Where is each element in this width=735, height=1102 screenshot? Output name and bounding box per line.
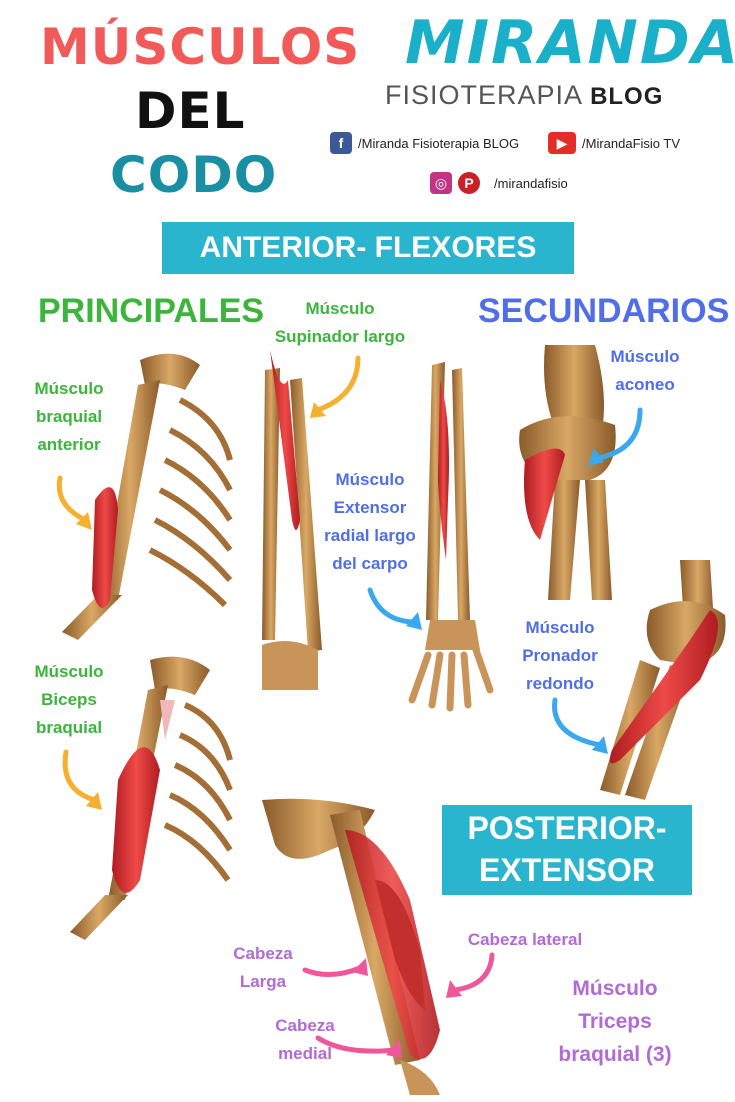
facebook-icon: f: [330, 132, 352, 154]
youtube-link[interactable]: ▶ /MirandaFisio TV: [548, 132, 680, 154]
supinador-label: Músculo Supinador largo: [250, 295, 430, 351]
pronador-label-3: redondo: [526, 674, 594, 693]
cabeza-larga-label-2: Larga: [239, 972, 287, 991]
braquial-illustration: [62, 353, 233, 640]
pronador-label: Músculo Pronador redondo: [505, 614, 615, 698]
instagram-pinterest-link[interactable]: ◎ P /mirandafisio: [430, 172, 568, 194]
supinador-label-2: Supinador largo: [274, 327, 406, 346]
triceps-label-3: braquial (3): [558, 1043, 672, 1066]
facebook-link[interactable]: f /Miranda Fisioterapia BLOG: [330, 132, 519, 154]
braquial-label-1: Músculo: [34, 379, 104, 398]
brand-blog: BLOG: [590, 83, 664, 110]
extensor-label-4: del carpo: [332, 554, 408, 573]
cabeza-medial-label-2: medial: [278, 1044, 332, 1063]
cabeza-lateral-label: Cabeza lateral: [467, 930, 583, 949]
pronador-label-1: Músculo: [525, 618, 595, 637]
pronador-label-2: Pronador: [522, 646, 598, 665]
posterior-banner-line-1: POSTERIOR-: [467, 810, 667, 846]
principales-heading: PRINCIPALES: [38, 292, 265, 330]
biceps-label-1: Músculo: [34, 662, 104, 681]
biceps-illustration: [70, 656, 233, 940]
title-line-3: CODO: [110, 146, 278, 204]
triceps-label: Músculo Triceps braquial (3): [540, 972, 690, 1071]
triceps-illustration: [262, 798, 440, 1095]
cabeza-medial-label-1: Cabeza: [275, 1016, 335, 1035]
extensor-illustration: [408, 362, 494, 712]
pronador-illustration: [600, 560, 726, 800]
secundarios-heading: SECUNDARIOS: [478, 292, 730, 330]
brand-subtitle-text: FISIOTERAPIA: [385, 80, 582, 110]
biceps-label: Músculo Biceps braquial: [14, 658, 124, 742]
supinador-label-1: Músculo: [305, 299, 375, 318]
aconeo-label-2: aconeo: [615, 375, 675, 394]
triceps-label-2: Triceps: [578, 1010, 652, 1033]
braquial-label-2: braquial: [35, 407, 103, 426]
triceps-label-1: Músculo: [572, 977, 658, 1000]
posterior-banner-line-2: EXTENSOR: [478, 852, 656, 888]
aconeo-label-1: Músculo: [610, 347, 680, 366]
biceps-label-3: braquial: [35, 718, 103, 737]
braquial-label-3: anterior: [37, 435, 101, 454]
extensor-label-1: Músculo: [335, 470, 405, 489]
brand-name: MIRANDA: [405, 8, 735, 78]
instagram-icon: ◎: [430, 172, 452, 194]
anterior-banner: ANTERIOR- FLEXORES: [162, 222, 574, 274]
title-line-1: MÚSCULOS: [40, 18, 361, 76]
posterior-banner: POSTERIOR- EXTENSOR: [442, 805, 692, 895]
youtube-icon: ▶: [548, 132, 576, 154]
instagram-handle: /mirandafisio: [494, 175, 568, 191]
youtube-handle: /MirandaFisio TV: [582, 135, 681, 151]
extensor-label-3: radial largo: [324, 526, 416, 545]
extensor-label-2: Extensor: [333, 498, 407, 517]
supinador-illustration: [262, 350, 322, 690]
title-line-2: DEL: [135, 82, 246, 140]
cabeza-medial-label: Cabeza medial: [260, 1012, 350, 1068]
aconeo-label: Músculo aconeo: [595, 343, 695, 399]
cabeza-larga-label: Cabeza Larga: [218, 940, 308, 996]
braquial-label: Músculo braquial anterior: [14, 375, 124, 459]
brand-subtitle: FISIOTERAPIA BLOG: [385, 80, 663, 111]
extensor-label: Músculo Extensor radial largo del carpo: [300, 466, 440, 578]
biceps-label-2: Biceps: [41, 690, 97, 709]
pinterest-icon: P: [458, 172, 480, 194]
facebook-handle: /Miranda Fisioterapia BLOG: [358, 135, 520, 151]
cabeza-larga-label-1: Cabeza: [233, 944, 293, 963]
